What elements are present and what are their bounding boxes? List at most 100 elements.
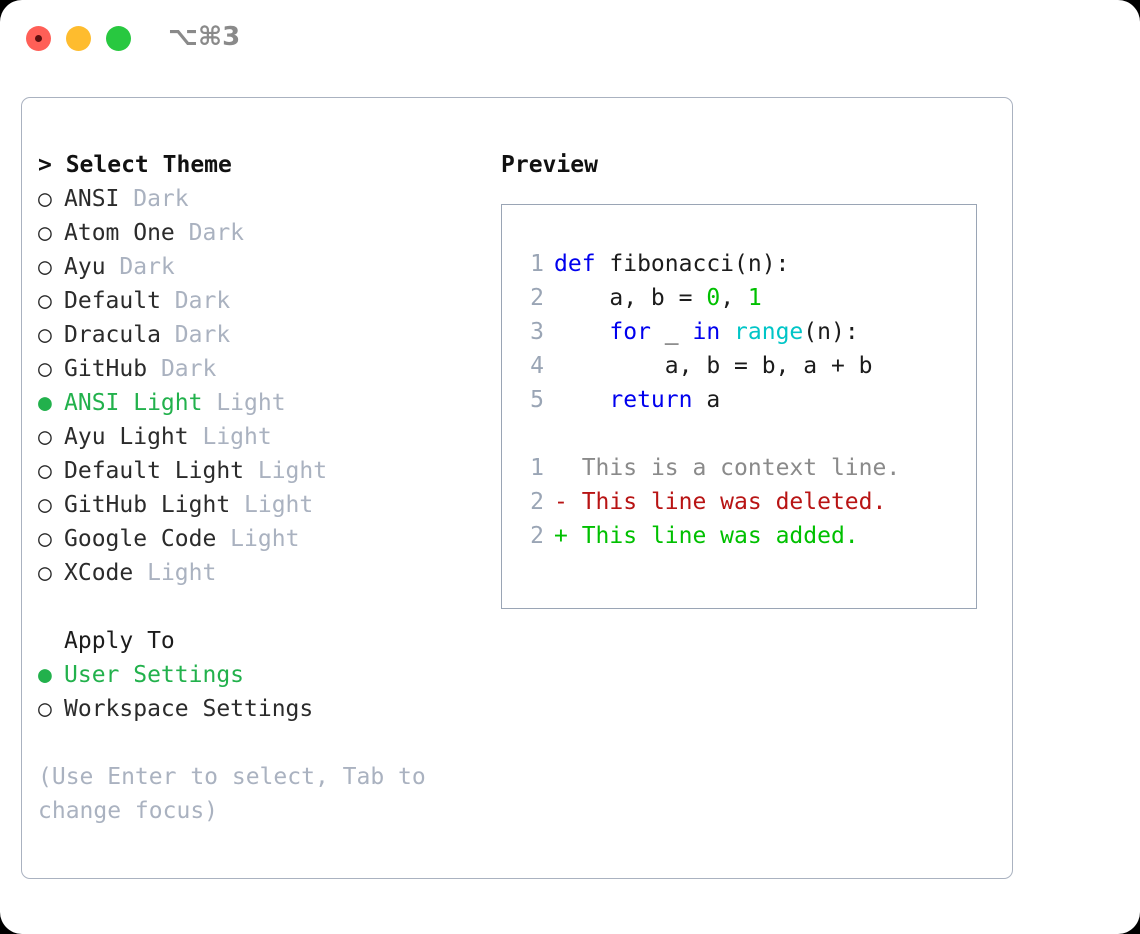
code-diff-spacer — [516, 417, 976, 451]
code-token: a, b = b, a + b — [554, 353, 873, 379]
theme-list-item[interactable]: ○ANSI Dark — [38, 182, 493, 216]
diff-sample: 1 This is a context line. 2- This line wa… — [516, 451, 976, 553]
radio-selected-icon: ● — [38, 390, 52, 416]
code-token — [554, 387, 609, 413]
theme-list-item[interactable]: ○ GitHub Dark — [38, 352, 493, 386]
diff-text: This line was added. — [567, 523, 859, 549]
maximize-window-button[interactable] — [106, 26, 131, 51]
radio-selected-icon: ● — [38, 662, 52, 688]
theme-kind-badge: Dark — [119, 186, 189, 212]
code-token: in — [692, 319, 721, 345]
diff-sign: - — [554, 489, 568, 515]
apply-to-option[interactable]: ●User Settings — [38, 658, 493, 692]
theme-kind-badge: Light — [188, 424, 272, 450]
apply-to-options: ●User Settings ○ Workspace Settings — [38, 658, 493, 726]
theme-kind-badge: Dark — [174, 220, 245, 246]
keyboard-hint: (Use Enter to select, Tab to change focu… — [38, 764, 426, 824]
code-line: 3 for _ in range(n): — [516, 315, 976, 349]
line-number: 5 — [530, 387, 544, 413]
theme-name: Google Code — [64, 526, 217, 552]
code-token: (n): — [803, 319, 859, 345]
diff-line-number: 2 — [530, 489, 544, 515]
code-token: a — [692, 387, 721, 413]
window-title-shortcut: ⌥⌘3 — [168, 22, 241, 52]
code-token: a, b = — [554, 285, 707, 311]
theme-kind-badge: Dark — [147, 356, 217, 382]
diff-text: This line was deleted. — [567, 489, 887, 515]
theme-list-item[interactable]: ○ Ayu Dark — [38, 250, 493, 284]
theme-list-item[interactable]: ●ANSI Light Light — [38, 386, 493, 420]
diff-line: 2 + This line was added. — [516, 519, 976, 553]
code-token: def — [554, 251, 596, 277]
theme-name: Atom One — [64, 220, 175, 246]
theme-list-item[interactable]: ○ Ayu Light Light — [38, 420, 493, 454]
diff-text: This is a context line. — [567, 455, 901, 481]
theme-list-item[interactable]: ○ Google Code Light — [38, 522, 493, 556]
theme-kind-badge: Light — [133, 560, 217, 586]
main-panel: > Select Theme ○ANSI Dark○Atom One Dark○… — [21, 97, 1013, 879]
theme-list-item[interactable]: ○XCode Light — [38, 556, 493, 590]
theme-kind-badge: Light — [230, 492, 314, 518]
code-token: fibonacci(n): — [595, 251, 790, 277]
theme-list-item[interactable]: ○ Atom One Dark — [38, 216, 493, 250]
diff-line-number: 1 — [530, 455, 544, 481]
radio-unselected-icon: ○ — [38, 696, 52, 722]
code-token: , — [720, 285, 748, 311]
apply-to-label: Workspace Settings — [64, 696, 314, 722]
theme-name: XCode — [64, 560, 134, 586]
theme-kind-badge: Light — [216, 526, 300, 552]
radio-unselected-icon: ○ — [38, 424, 52, 450]
code-token: 0 — [706, 285, 721, 311]
radio-unselected-icon: ○ — [38, 356, 52, 382]
radio-unselected-icon: ○ — [38, 254, 52, 280]
close-window-button[interactable] — [26, 26, 51, 51]
theme-name: Default Light — [64, 458, 245, 484]
theme-list-item[interactable]: ○ Default Light Light — [38, 454, 493, 488]
code-line: 5 return a — [516, 383, 976, 417]
theme-kind-badge: Dark — [105, 254, 175, 280]
code-token — [720, 319, 734, 345]
radio-unselected-icon: ○ — [38, 288, 52, 314]
preview-title: Preview — [501, 152, 598, 178]
radio-unselected-icon: ○ — [38, 458, 52, 484]
radio-unselected-icon: ○ — [38, 526, 52, 552]
radio-unselected-icon: ○ — [38, 322, 52, 348]
code-token: range — [734, 319, 804, 345]
theme-list-item[interactable]: ○ Default Dark — [38, 284, 493, 318]
list-spacer — [38, 590, 493, 624]
theme-name: Default — [64, 288, 161, 314]
code-line: 2 a, b = 0, 1 — [516, 281, 976, 315]
apply-to-title: Apply To — [64, 628, 175, 654]
theme-list: ○ANSI Dark○Atom One Dark○Ayu Dark○Defaul… — [38, 182, 493, 590]
theme-name: ANSI — [64, 186, 120, 212]
line-number: 3 — [530, 319, 544, 345]
code-token: for — [609, 319, 651, 345]
theme-name: Dracula — [64, 322, 161, 348]
code-token: 1 — [747, 285, 762, 311]
diff-sign: + — [554, 523, 568, 549]
diff-line-number: 2 — [530, 523, 544, 549]
theme-name: GitHub — [64, 356, 148, 382]
code-token: return — [609, 387, 693, 413]
theme-kind-badge: Dark — [160, 322, 231, 348]
title-bar: ⌥⌘3 — [0, 0, 1140, 78]
theme-name: GitHub Light — [64, 492, 231, 518]
theme-kind-badge: Light — [202, 390, 286, 416]
radio-unselected-icon: ○ — [38, 220, 52, 246]
theme-selector-column: > Select Theme ○ANSI Dark○Atom One Dark○… — [38, 148, 493, 828]
theme-kind-badge: Dark — [160, 288, 231, 314]
line-number: 1 — [530, 251, 544, 277]
theme-name: Ayu — [64, 254, 106, 280]
apply-to-option[interactable]: ○ Workspace Settings — [38, 692, 493, 726]
theme-name: Ayu Light — [64, 424, 189, 450]
minimize-window-button[interactable] — [66, 26, 91, 51]
code-token — [554, 319, 609, 345]
diff-line: 1 This is a context line. — [516, 451, 976, 485]
theme-kind-badge: Light — [244, 458, 328, 484]
theme-list-item[interactable]: ○GitHub Light Light — [38, 488, 493, 522]
theme-list-item[interactable]: ○ Dracula Dark — [38, 318, 493, 352]
code-line: 1 def fibonacci(n): — [516, 247, 976, 281]
